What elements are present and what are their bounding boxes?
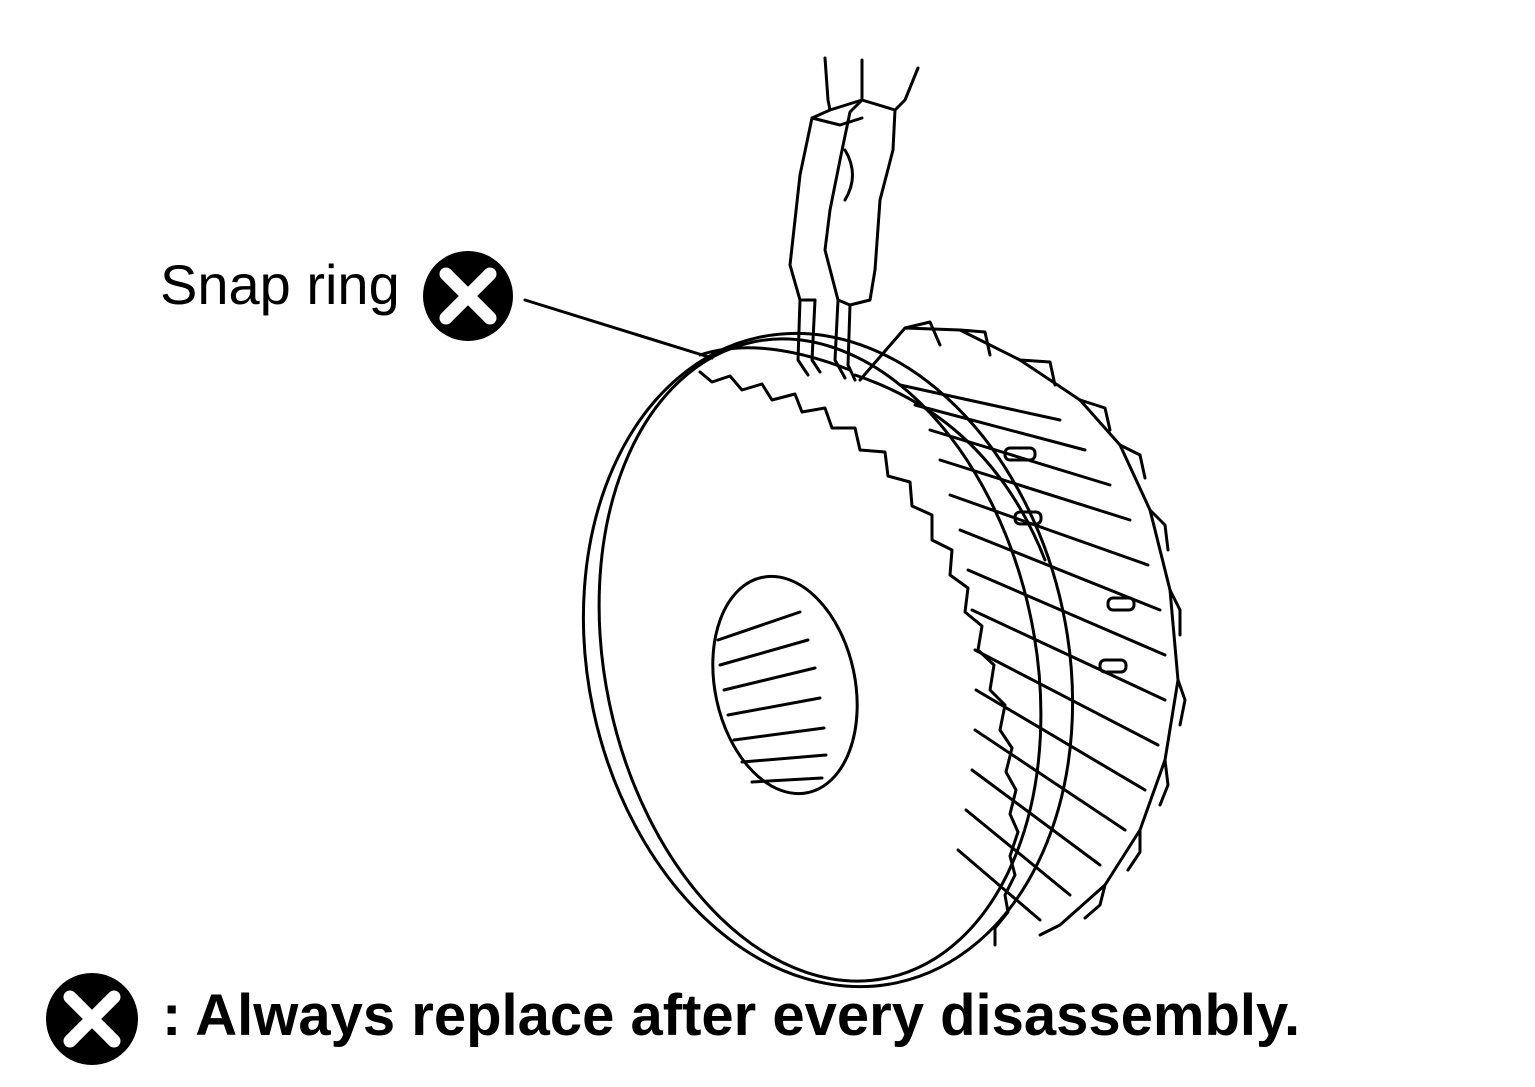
legend-text: : Always replace after every disassembly…	[162, 983, 1301, 1048]
circled-x-icon	[46, 973, 138, 1065]
snap-ring-pliers	[788, 56, 920, 382]
front-face	[581, 331, 1075, 989]
snap-ring	[698, 346, 1047, 562]
snap-ring-label: Snap ring	[160, 253, 400, 316]
leader-line	[523, 298, 714, 360]
drum-body	[858, 320, 1187, 937]
circled-x-icon	[423, 251, 513, 341]
